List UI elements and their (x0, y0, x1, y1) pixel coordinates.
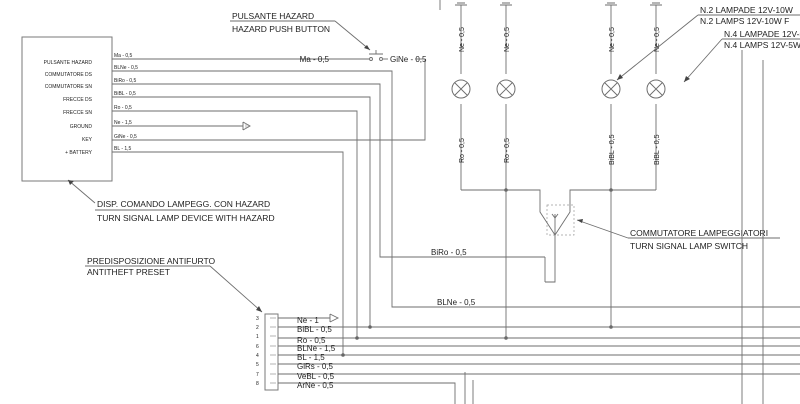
wire-label: BiBL - 0,5 (609, 134, 616, 165)
wire-label: Ne - 0,5 (609, 27, 616, 52)
wire-label: Ro - 0,5 (504, 138, 511, 163)
pin-label: GROUND (70, 124, 93, 130)
pin-num: 4 (256, 353, 259, 359)
wire-label-biro: BiRo - 0,5 (431, 248, 467, 257)
bus-lines (439, 0, 764, 404)
hazard-button: PULSANTE HAZARD HAZARD PUSH BUTTON Ma - … (230, 11, 427, 64)
hazard-wire-in: Ma - 0,5 (300, 55, 330, 64)
turn-switch: COMMUTATORE LAMPEGGIATORI TURN SIGNAL LA… (539, 204, 780, 283)
wire-label: GiNe - 0,5 (114, 134, 137, 140)
wire-label: Ne - 1,5 (114, 120, 132, 126)
ground-symbol (242, 121, 251, 131)
lamp-label-it-2: N.2 LAMPADE 12V-10W (700, 5, 793, 15)
pin-num: 1 (256, 334, 259, 340)
lamp-labels: N.2 LAMPADE 12V-10W N.2 LAMPS 12V-10W F … (616, 5, 800, 83)
wire-label: Ne - 0,5 (654, 27, 661, 52)
wire-label: Ma - 0,5 (114, 53, 133, 59)
antitheft-wire: ArNe - 0,5 (297, 381, 334, 390)
wire-label: BL - 1,5 (114, 146, 132, 152)
pin-label: FRECCE DS (63, 97, 93, 103)
antitheft-wire: Ne - 1 (297, 316, 319, 325)
wire-label-blne: BLNe - 0,5 (437, 298, 476, 307)
wire-label: Ro - 0,5 (114, 105, 132, 111)
pin-num: 8 (256, 381, 259, 387)
wire-label: BiBL - 0,5 (654, 134, 661, 165)
hazard-wire-out: GiNe - 0,5 (390, 55, 427, 64)
pin-label: COMMUTATORE DS (45, 72, 93, 78)
hazard-title-it: PULSANTE HAZARD (232, 11, 314, 21)
switch-title-it: COMMUTATORE LAMPEGGIATORI (630, 228, 768, 238)
device-wires: Ma - 0,5 BLNe - 0,5 BiRo - 0,5 BiBL - 0,… (112, 53, 800, 355)
device-title-en: TURN SIGNAL LAMP DEVICE WITH HAZARD (97, 213, 275, 223)
pin-label: + BATTERY (65, 150, 93, 156)
wire-label: BLNe - 0,5 (114, 65, 138, 71)
device-title: DISP. COMANDO LAMPEGG. CON HAZARD TURN S… (67, 179, 275, 223)
antitheft-wire: BL - 1,5 (297, 353, 325, 362)
antitheft-title-it: PREDISPOSIZIONE ANTIFURTO (87, 256, 216, 266)
pin-num: 7 (256, 372, 259, 378)
device-box (21, 36, 113, 182)
pin-num: 5 (256, 362, 259, 368)
antitheft-wire: Ro - 0,5 (297, 336, 326, 345)
wire-label: Ro - 0,5 (459, 138, 466, 163)
antitheft-preset: PREDISPOSIZIONE ANTIFURTO ANTITHEFT PRES… (85, 256, 800, 404)
antitheft-wire: BiBL - 0,5 (297, 325, 332, 334)
pin-num: 2 (256, 325, 259, 331)
wire-label: Ne - 0,5 (459, 27, 466, 52)
wire-label: BiRo - 0,5 (114, 78, 136, 84)
lamps-left: Ne - 0,5 Ne - 0,5 Ro - 0,5 Ro - 0,5 (451, 2, 541, 340)
antitheft-wire: BLNe - 1,5 (297, 344, 336, 353)
pin-num: 3 (256, 316, 259, 322)
antitheft-wire: VeBL - 0,5 (297, 372, 335, 381)
antitheft-connector (264, 313, 279, 391)
pin-label: COMMUTATORE SN (45, 84, 93, 90)
hazard-title-en: HAZARD PUSH BUTTON (232, 24, 330, 34)
lamp-label-en-2: N.2 LAMPS 12V-10W F (700, 16, 789, 26)
device-pins: PULSANTE HAZARD COMMUTATORE DS COMMUTATO… (44, 60, 93, 156)
device-title-it: DISP. COMANDO LAMPEGG. CON HAZARD (97, 199, 270, 209)
lamp-label-it-4: N.4 LAMPADE 12V-5W (724, 29, 800, 39)
wire-label: BiBL - 0,5 (114, 91, 136, 97)
antitheft-wire: GiRs - 0,5 (297, 362, 334, 371)
lamp-label-en-4: N.4 LAMPS 12V-5W (724, 40, 800, 50)
pin-label: KEY (82, 137, 93, 143)
lamps-right: Ne - 0,5 Ne - 0,5 BiBL - 0,5 BiBL - 0,5 (569, 2, 666, 329)
switch-title-en: TURN SIGNAL LAMP SWITCH (630, 241, 748, 251)
antitheft-title-en: ANTITHEFT PRESET (87, 267, 170, 277)
pin-num: 6 (256, 344, 259, 350)
pin-label: FRECCE SN (63, 110, 92, 116)
pin-label: PULSANTE HAZARD (44, 60, 93, 66)
wire-label: Ne - 0,5 (504, 27, 511, 52)
